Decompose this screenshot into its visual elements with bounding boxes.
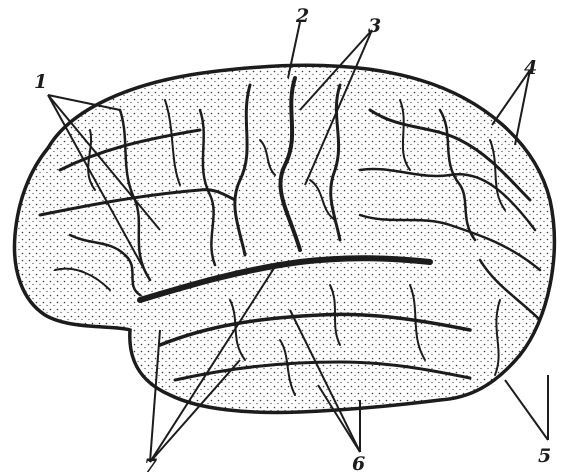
label-6: 6 [352,453,365,475]
label-4: 4 [524,57,537,79]
label-2: 2 [295,5,309,27]
label-1: 1 [34,71,47,93]
label-5: 5 [538,445,551,467]
cerebrum [14,65,554,412]
label-7: 7 [144,455,157,476]
label-3: 3 [368,15,381,37]
leader-5a [505,380,548,440]
